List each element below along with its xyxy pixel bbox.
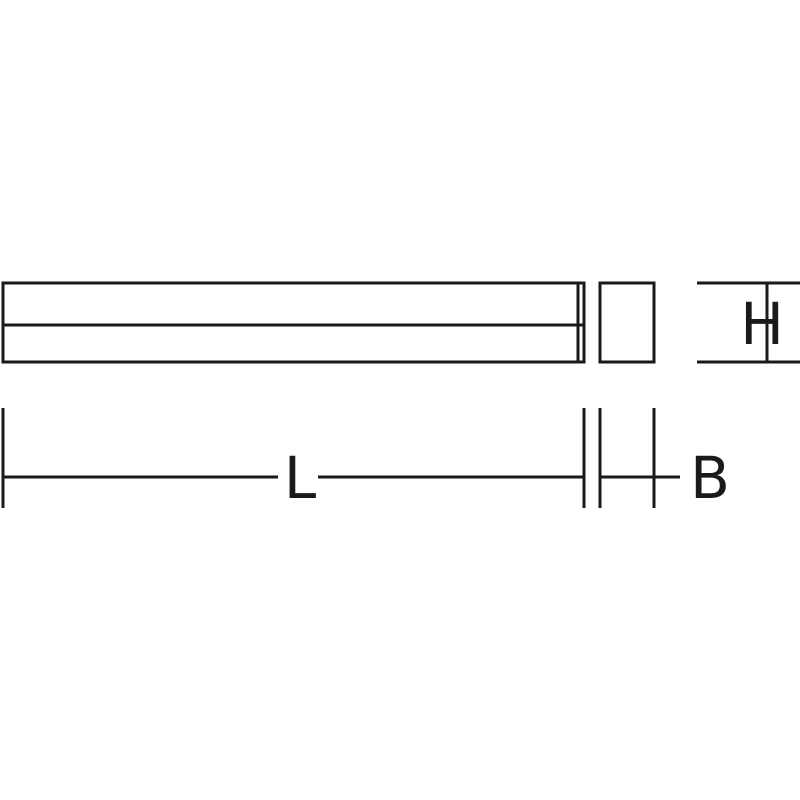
end-view-outline	[598, 281, 656, 364]
width-label: B	[690, 444, 730, 512]
end-view	[598, 281, 656, 364]
width-dimension: B	[598, 408, 730, 512]
front-view	[1, 281, 586, 364]
length-dimension: L	[1, 408, 586, 512]
height-dimension: H	[697, 281, 800, 364]
length-label: L	[284, 444, 316, 512]
front-view-outline	[1, 281, 586, 364]
height-label: H	[740, 290, 784, 358]
